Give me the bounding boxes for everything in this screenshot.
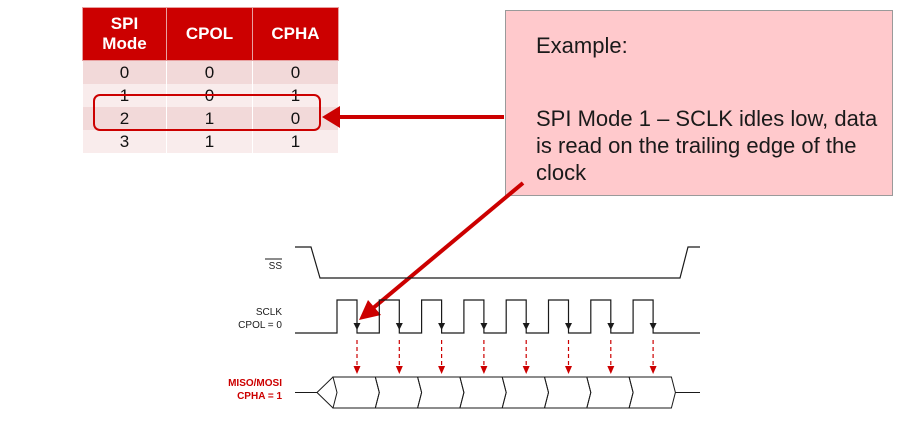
data-bit-cell — [586, 376, 634, 409]
cell-cpha: 0 — [252, 107, 339, 130]
data-bit-cell — [501, 376, 550, 409]
callout-body: SPI Mode 1 – SCLK idles low, data is rea… — [536, 106, 878, 185]
cell-cpol: 1 — [166, 130, 253, 153]
clock-edge-arrow-icon — [565, 323, 572, 330]
sample-arrowhead-icon — [607, 366, 615, 374]
cell-cpha: 1 — [252, 130, 339, 153]
header-spi-mode-line1: SPI — [110, 14, 139, 33]
cpol-label: CPOL = 0 — [238, 320, 282, 331]
clock-edge-arrow-icon — [607, 323, 615, 330]
cell-mode: 3 — [82, 130, 167, 153]
data-bit-cell — [628, 376, 676, 409]
data-bit-cell — [332, 376, 380, 409]
header-spi-mode: SPI Mode — [82, 7, 167, 61]
header-cpol: CPOL — [166, 7, 253, 61]
header-cpha: CPHA — [252, 7, 339, 61]
cpha-label: CPHA = 1 — [237, 391, 282, 402]
table-row: 2 1 0 — [82, 107, 339, 130]
callout-to-clock-arrowhead — [359, 300, 381, 320]
table-row: 3 1 1 — [82, 130, 339, 153]
ss-label: SS — [269, 261, 283, 272]
sample-arrowhead-icon — [649, 366, 657, 374]
sample-arrowhead-icon — [565, 366, 572, 374]
sample-arrowhead-icon — [395, 366, 403, 374]
clock-edge-arrow-icon — [395, 323, 403, 330]
spi-mode-table: SPI Mode CPOL CPHA 0 0 0 1 0 1 2 1 0 3 1… — [82, 7, 339, 153]
data-bit-cell — [543, 376, 592, 409]
table-header-row: SPI Mode CPOL CPHA — [82, 7, 339, 61]
cell-mode: 2 — [82, 107, 167, 130]
bus-lead-in — [295, 376, 334, 393]
row-highlight-outline — [93, 94, 321, 131]
cell-cpol: 0 — [166, 60, 253, 84]
data-bit-cell — [416, 376, 465, 409]
clock-edge-arrow-icon — [480, 323, 488, 330]
clock-edge-arrow-icon — [353, 323, 361, 330]
miso-mosi-label: MISO/MOSI — [228, 378, 282, 389]
table-row: 0 0 0 — [82, 60, 339, 84]
sample-arrowhead-icon — [522, 366, 530, 374]
ss-waveform — [295, 246, 700, 279]
clock-edge-arrow-icon — [522, 323, 530, 330]
sample-arrowhead-icon — [438, 366, 446, 374]
header-spi-mode-line2: Mode — [102, 34, 147, 53]
callout-to-clock-arrow — [370, 181, 525, 311]
sample-arrowhead-icon — [480, 366, 488, 374]
clock-edge-arrow-icon — [649, 323, 657, 330]
cell-cpol: 1 — [166, 107, 253, 130]
callout-title: Example: — [536, 33, 628, 58]
miso-mosi-bus — [295, 376, 700, 409]
clock-edge-arrow-icon — [438, 323, 446, 330]
sample-dashed-arrows — [353, 340, 657, 374]
example-callout: Example: SPI Mode 1 – SCLK idles low, da… — [505, 10, 893, 196]
sclk-label: SCLK — [256, 307, 282, 318]
sample-arrowhead-icon — [353, 366, 361, 374]
data-bit-cell — [459, 376, 507, 409]
clock-edge-markers — [353, 323, 657, 330]
callout-to-row-arrowhead — [322, 106, 340, 128]
bus-lead-in-lower — [316, 392, 334, 409]
data-bit-cell — [374, 376, 423, 409]
cell-cpha: 0 — [252, 60, 339, 84]
sclk-waveform — [295, 299, 700, 334]
